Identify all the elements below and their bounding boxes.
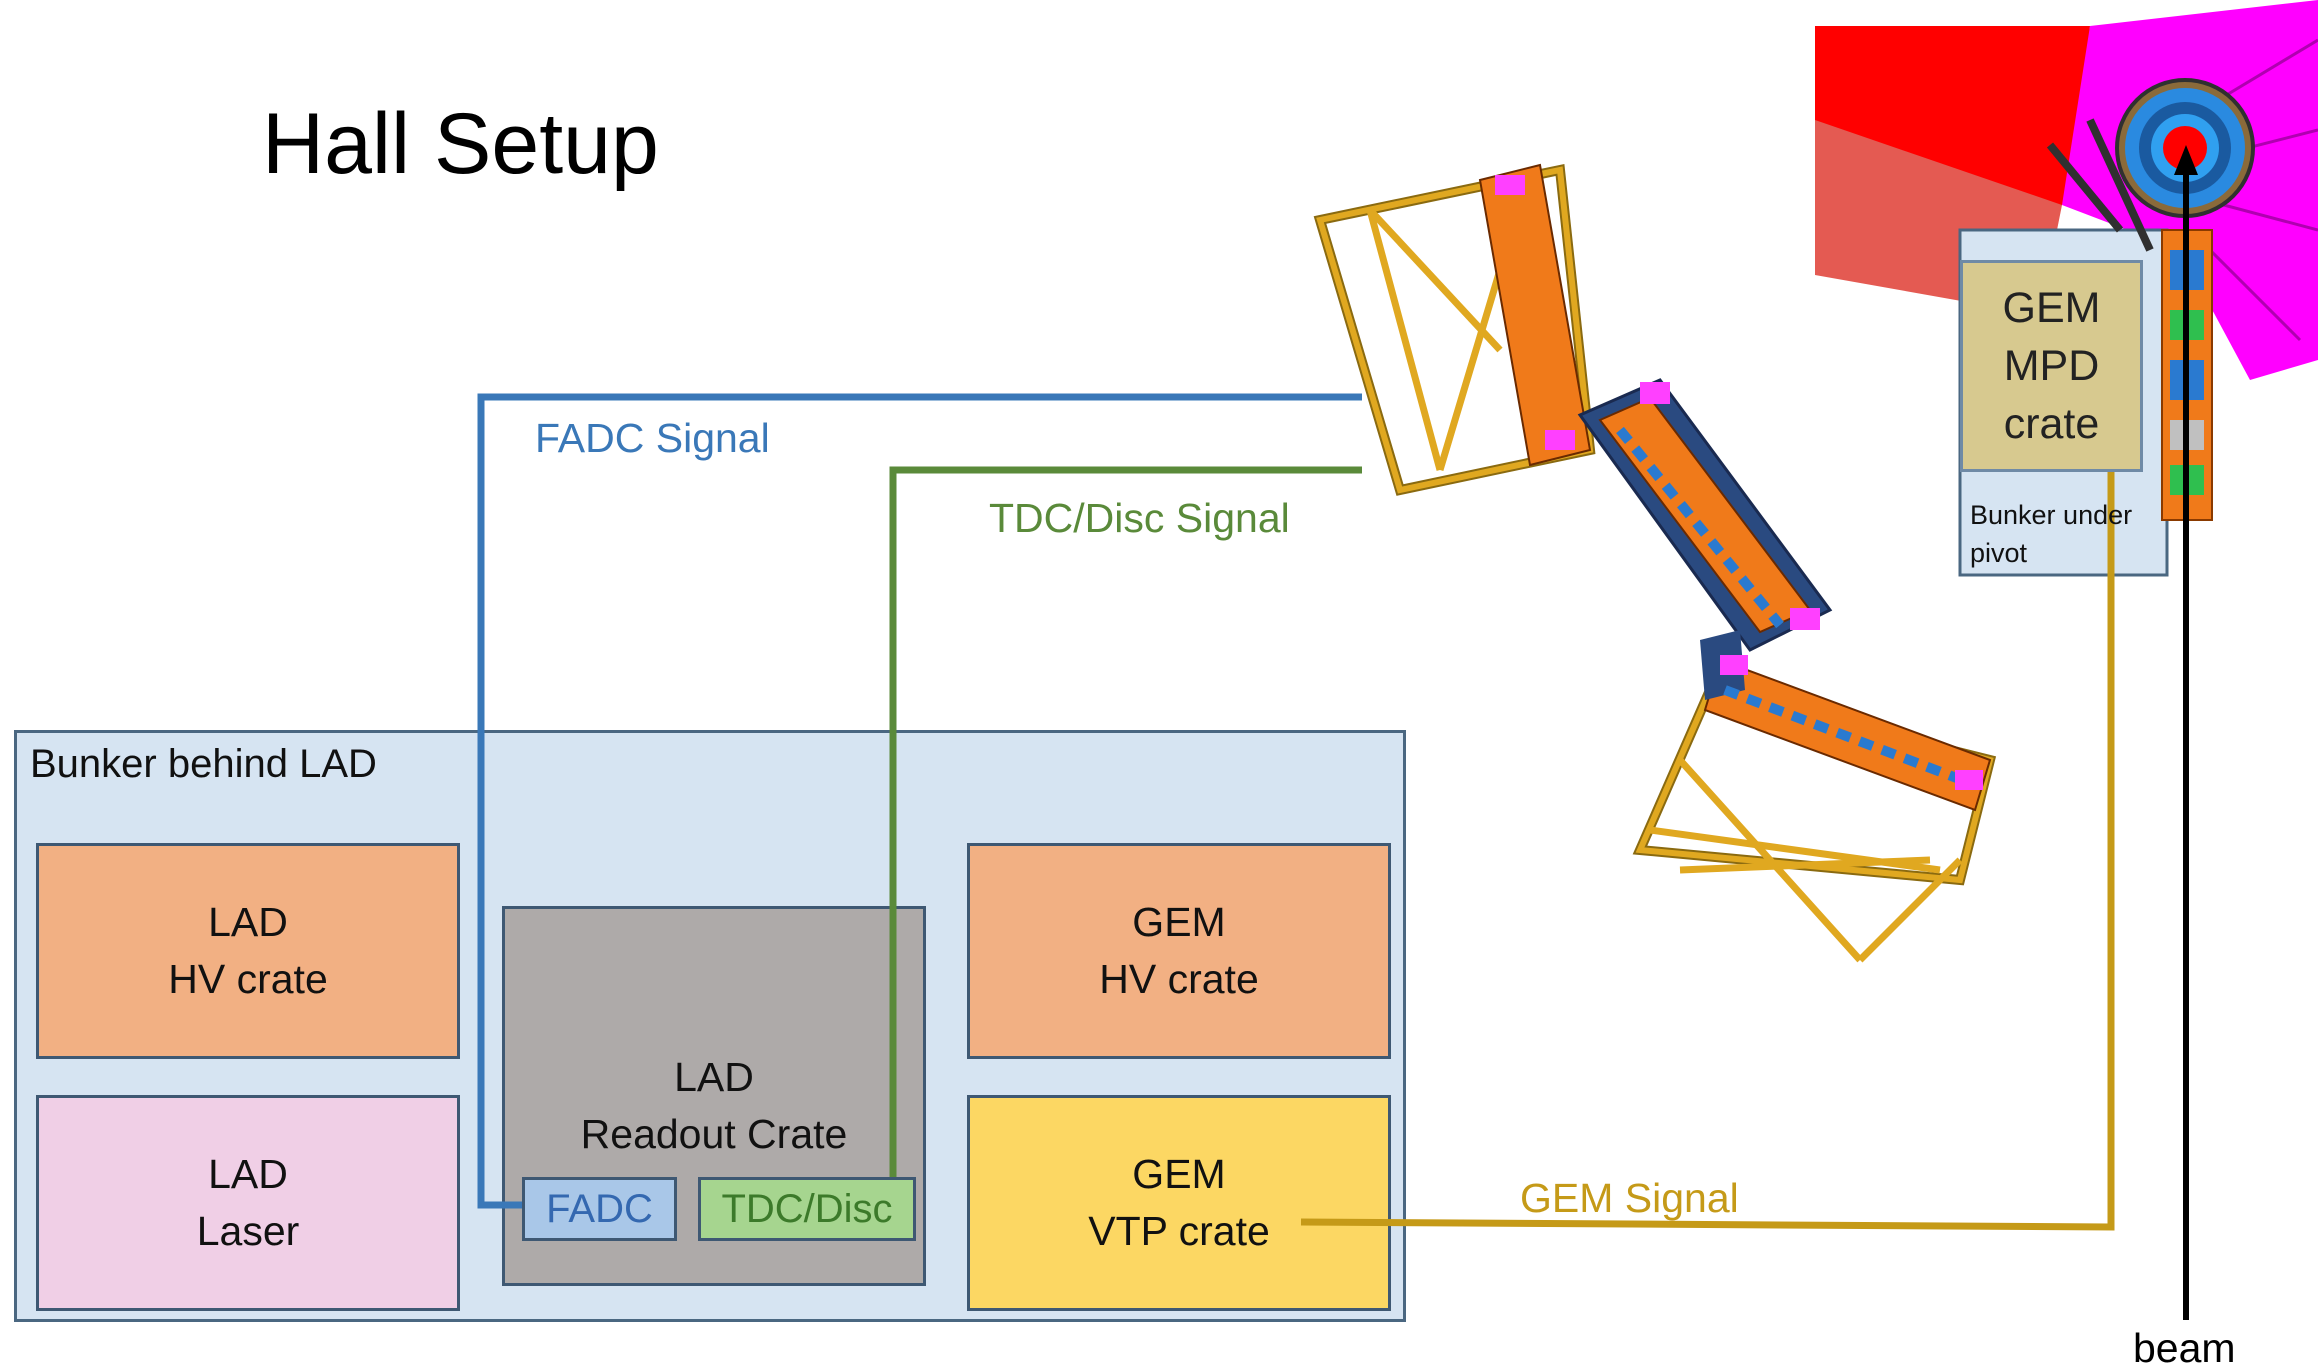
gem-vtp-crate-line1: GEM [1132, 1151, 1226, 1197]
lad-laser-line1: LAD [208, 1151, 288, 1197]
tdc-signal-line [889, 466, 1362, 1180]
pivot-bunker-label-line2: pivot [1970, 538, 2028, 568]
gem-mpd-crate-line2: MPD [2003, 342, 2100, 390]
gem-hv-crate: GEM HV crate [967, 843, 1391, 1059]
bunker-behind-lad-label: Bunker behind LAD [30, 742, 377, 786]
tdc-disc-module-label: TDC/Disc [721, 1186, 893, 1231]
lad-laser-line2: Laser [196, 1208, 300, 1254]
lad-laser: LAD Laser [36, 1095, 460, 1311]
gem-signal-label: GEM Signal [1520, 1175, 1739, 1221]
lad-readout-crate-line2: Readout Crate [580, 1111, 848, 1157]
fadc-module: FADC [522, 1177, 677, 1241]
gem-hv-crate-line2: HV crate [1099, 956, 1259, 1002]
beam-arrow [2174, 145, 2198, 1320]
lad-detector-frame-1 [1313, 163, 1596, 496]
beam-label: beam [2133, 1325, 2236, 1371]
fadc-signal-label: FADC Signal [535, 415, 770, 461]
lad-hv-crate-line1: LAD [208, 899, 288, 945]
gem-mpd-crate-line3: crate [2003, 400, 2100, 448]
pivot-bunker-label-line1: Bunker under [1970, 500, 2133, 530]
lad-detector-frame-2 [1577, 378, 1833, 652]
gem-signal-line [1300, 470, 2115, 1231]
page-title: Hall Setup [262, 96, 659, 192]
tdc-signal-label: TDC/Disc Signal [989, 495, 1290, 541]
gem-hv-crate-line1: GEM [1132, 899, 1226, 945]
lad-detector-frame-3 [1632, 630, 1997, 963]
lad-hv-crate: LAD HV crate [36, 843, 460, 1059]
fadc-module-label: FADC [546, 1186, 653, 1231]
gem-vtp-crate-line2: VTP crate [1088, 1208, 1270, 1254]
gem-vtp-crate: GEM VTP crate [967, 1095, 1391, 1311]
gem-mpd-crate-line1: GEM [2002, 284, 2101, 332]
fadc-signal-line [477, 393, 1362, 1209]
lad-readout-crate-line1: LAD [674, 1054, 754, 1100]
tdc-disc-module: TDC/Disc [698, 1177, 916, 1241]
gem-mpd-crate: GEM MPD crate [1960, 260, 2143, 472]
lad-hv-crate-line2: HV crate [168, 956, 328, 1002]
pivot-bunker-label: Bunker under pivot [1970, 496, 2132, 572]
